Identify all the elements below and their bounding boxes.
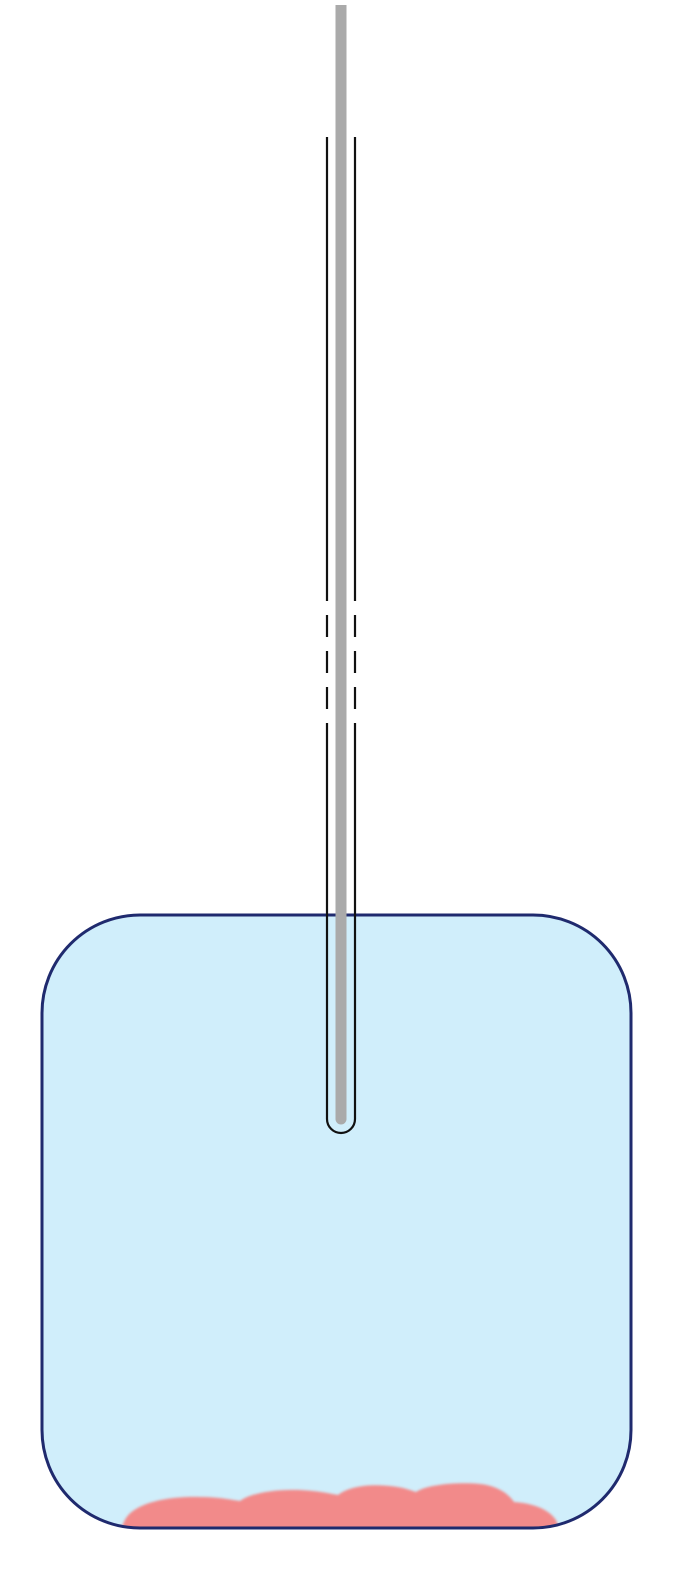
sleeve-lower-u [325, 723, 357, 1135]
vessel-body [42, 915, 631, 1528]
thermometer-sleeve [325, 137, 357, 1135]
sediment-layer [120, 1483, 560, 1528]
thermometer-rod [335, 5, 347, 1125]
